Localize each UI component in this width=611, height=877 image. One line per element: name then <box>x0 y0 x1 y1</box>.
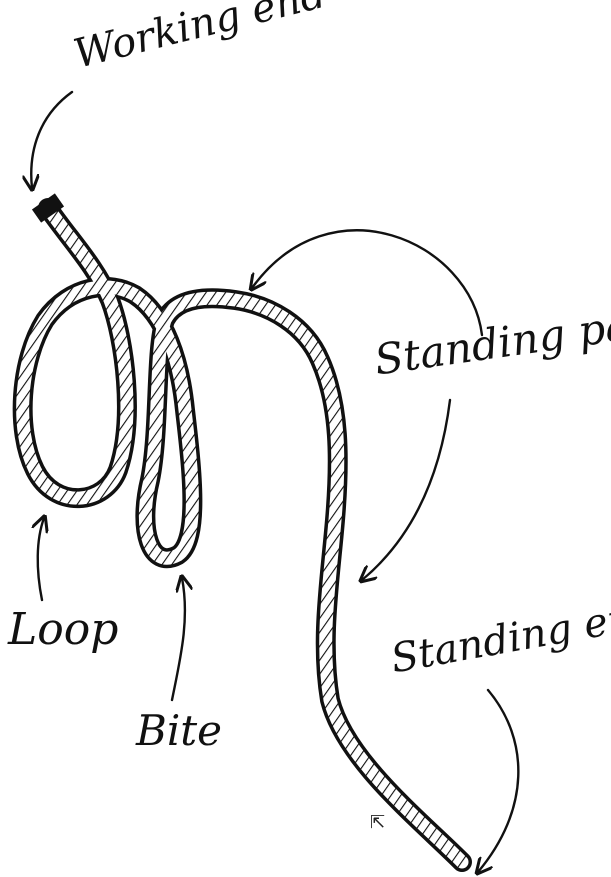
arrow-loop <box>38 518 44 600</box>
rope <box>23 193 462 862</box>
label-loop: Loop <box>8 608 118 652</box>
arrow-bite <box>172 578 185 700</box>
mouse-cursor-icon: ⇱ <box>370 814 385 832</box>
rope-texture <box>23 208 462 862</box>
arrow-standing-end <box>478 690 518 872</box>
arrow-working-end <box>31 92 72 188</box>
label-bite: Bite <box>136 710 222 752</box>
arrow-standing-part-lower <box>362 400 450 580</box>
